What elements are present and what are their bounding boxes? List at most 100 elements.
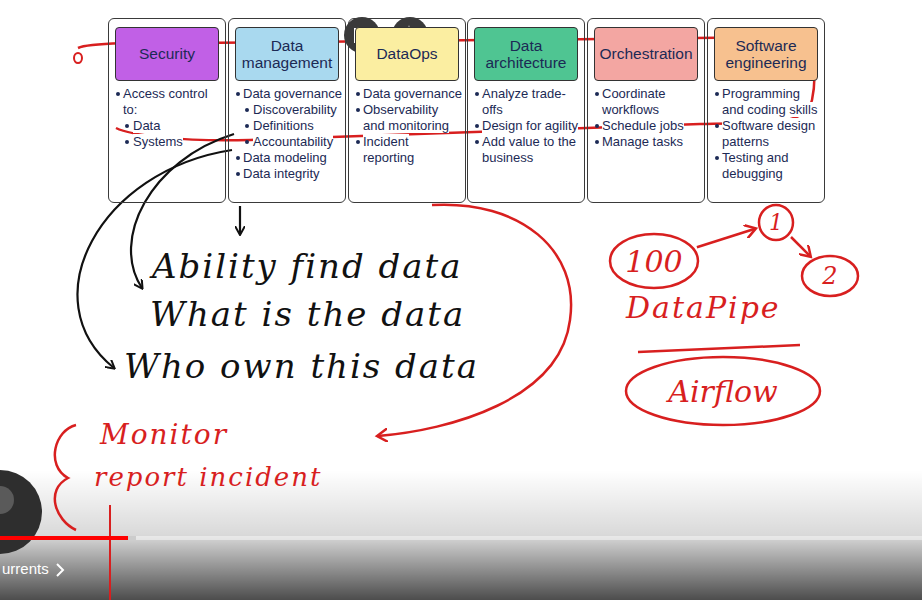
channel-text: urrents (2, 560, 49, 578)
bullet-item: Incident reporting (354, 134, 462, 166)
bullet-list: Programming and coding skillsSoftware de… (708, 81, 824, 188)
bullet-text: Discoverability (253, 102, 337, 117)
bullet-item: Testing and debugging (713, 150, 821, 182)
bullet-item: Data modeling (234, 150, 342, 166)
column-box: DataOpsData governanceObservability and … (348, 18, 466, 203)
bullet-text: Data integrity (243, 166, 320, 181)
column-box: Data architectureAnalyze trade-offsDesig… (467, 18, 585, 203)
bullet-item: Systems (114, 134, 222, 150)
bullet-dot (356, 140, 360, 144)
bullet-text: Definitions (253, 118, 314, 133)
avatar (0, 470, 42, 554)
bullet-dot (475, 124, 479, 128)
handwritten-note: report incident (94, 462, 322, 493)
bullet-item: Observability and monitoring (354, 102, 462, 134)
header-text: Software engineering (715, 37, 817, 71)
header-text: DataOps (376, 45, 437, 62)
bullet-item: Access control to: (114, 86, 222, 118)
bullet-dot (715, 92, 719, 96)
bullet-text: Systems (133, 134, 183, 149)
bullet-item: Data (114, 118, 222, 134)
bullet-item: Data governance (354, 86, 462, 102)
red-underline (638, 345, 800, 352)
red-stroke (109, 505, 111, 600)
bullet-item: Accountability (234, 134, 342, 150)
note-text: 2 (822, 262, 837, 290)
circled-note: 100 (608, 232, 700, 290)
bullet-text: Add value to the business (482, 134, 576, 165)
column-box: Data managementData governanceDiscoverab… (228, 18, 346, 203)
bullet-text: Coordinate workflows (602, 86, 666, 117)
bullet-dot (245, 124, 249, 128)
bullet-item: Data integrity (234, 166, 342, 182)
black-arrow (239, 206, 241, 234)
circle-outline (626, 357, 820, 425)
bullet-text: Testing and debugging (722, 150, 789, 181)
bullet-text: Data (133, 118, 160, 133)
header-text: Orchestration (599, 45, 692, 62)
bullet-dot (356, 92, 360, 96)
circle-outline (610, 234, 698, 288)
header-box: Security (115, 27, 219, 81)
bullet-item: Software design patterns (713, 118, 821, 150)
bullet-text: Accountability (253, 134, 333, 149)
circle-outline (759, 205, 793, 240)
handwritten-note: Ability find data (152, 246, 463, 287)
bullet-dot (116, 92, 120, 96)
bullet-dot (245, 108, 249, 112)
progress-track (0, 536, 922, 540)
header-box: Orchestration (594, 27, 698, 81)
bullet-item: Manage tasks (593, 134, 701, 150)
bullet-list: Data governanceDiscoverabilityDefinition… (229, 81, 345, 188)
header-box: Data architecture (474, 27, 578, 81)
bullet-text: Programming and coding skills (722, 86, 817, 117)
bullet-dot (356, 108, 360, 112)
bullet-text: Manage tasks (602, 134, 683, 149)
bullet-text: Design for agility (482, 118, 578, 133)
bullet-text: Schedule jobs (602, 118, 684, 133)
header-text: Data management (236, 37, 338, 71)
handwritten-note: Who own this data (124, 346, 479, 387)
bullet-dot (475, 140, 479, 144)
bullet-dot (595, 124, 599, 128)
bullet-item: Coordinate workflows (593, 86, 701, 118)
bullet-dot (125, 124, 129, 128)
bullet-item: Data governance (234, 86, 342, 102)
bullet-dot (595, 92, 599, 96)
bullet-list: Access control to:DataSystems (109, 81, 225, 156)
bullet-text: Access control to: (123, 86, 208, 117)
bullet-text: Data modeling (243, 150, 327, 165)
avatar (0, 486, 14, 514)
note-text: 1 (769, 210, 783, 235)
header-text: Security (139, 45, 195, 62)
bullet-item: Add value to the business (473, 134, 581, 166)
red-brace (55, 425, 76, 530)
note-text: 100 (625, 244, 682, 279)
bullet-item: Analyze trade-offs (473, 86, 581, 118)
circled-note: Airflow (624, 355, 822, 427)
note-text: Airflow (668, 374, 777, 409)
red-mark (74, 53, 82, 63)
column-box: OrchestrationCoordinate workflowsSchedul… (587, 18, 705, 203)
bullet-item: Schedule jobs (593, 118, 701, 134)
handwritten-note: What is the data (150, 294, 465, 335)
bullet-list: Coordinate workflowsSchedule jobsManage … (588, 81, 704, 156)
bullet-item: Discoverability (234, 102, 342, 118)
circle-outline (802, 256, 858, 296)
bullet-text: Incident reporting (363, 134, 414, 165)
chevron-icon (57, 564, 63, 576)
bullet-dot (245, 140, 249, 144)
bullet-dot (236, 92, 240, 96)
bullet-text: Data governance (363, 86, 462, 101)
bullet-dot (595, 140, 599, 144)
bullet-dot (236, 172, 240, 176)
header-box: DataOps (355, 27, 459, 81)
bullet-dot (236, 156, 240, 160)
bullet-item: Design for agility (473, 118, 581, 134)
header-box: Software engineering (714, 27, 818, 81)
circled-note: 2 (800, 254, 860, 298)
bullet-text: Data governance (243, 86, 342, 101)
bullet-text: Software design patterns (722, 118, 815, 149)
handwritten-note: DataPipe (626, 290, 781, 326)
